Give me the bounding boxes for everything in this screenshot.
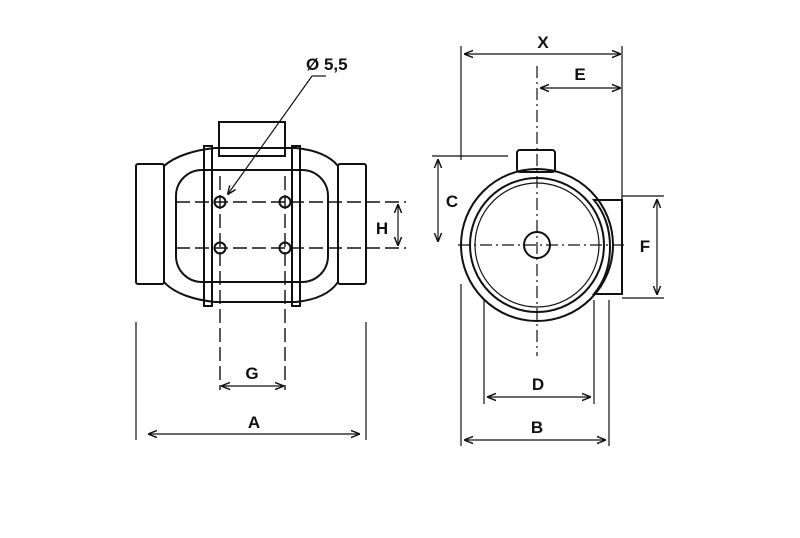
dimension-e-label: E bbox=[574, 65, 585, 84]
terminal-box bbox=[218, 121, 286, 157]
fan-body-outline bbox=[163, 147, 339, 303]
left-spigot bbox=[135, 163, 165, 285]
side-view bbox=[135, 121, 406, 440]
dimension-a-label: A bbox=[248, 413, 260, 432]
dimension-d-label: D bbox=[532, 375, 544, 394]
dimension-f: F bbox=[640, 200, 657, 294]
dimension-f-label: F bbox=[640, 237, 650, 256]
dimension-g: G bbox=[222, 364, 283, 386]
left-flange-band bbox=[203, 145, 213, 307]
dimension-h: H bbox=[376, 205, 398, 245]
dimension-e: E bbox=[541, 65, 620, 88]
right-spigot bbox=[337, 163, 367, 285]
dimension-g-label: G bbox=[245, 364, 258, 383]
dimension-b: B bbox=[465, 418, 605, 440]
body-inner-panel bbox=[175, 169, 329, 283]
dimension-x: X bbox=[465, 33, 620, 54]
front-view bbox=[432, 46, 664, 446]
hole-diameter-label: Ø 5,5 bbox=[306, 55, 348, 74]
right-flange-band bbox=[291, 145, 301, 307]
dimension-c-label: C bbox=[446, 192, 458, 211]
side-bracket bbox=[591, 199, 623, 295]
dimension-c: C bbox=[438, 160, 458, 241]
dimension-x-label: X bbox=[537, 33, 549, 52]
front-terminal-box bbox=[516, 149, 556, 173]
dimension-d: D bbox=[488, 375, 590, 397]
dimension-h-label: H bbox=[376, 219, 388, 238]
dimension-a: A bbox=[149, 413, 359, 434]
dimension-b-label: B bbox=[531, 418, 543, 437]
hole-diameter-callout: Ø 5,5 bbox=[228, 55, 348, 194]
